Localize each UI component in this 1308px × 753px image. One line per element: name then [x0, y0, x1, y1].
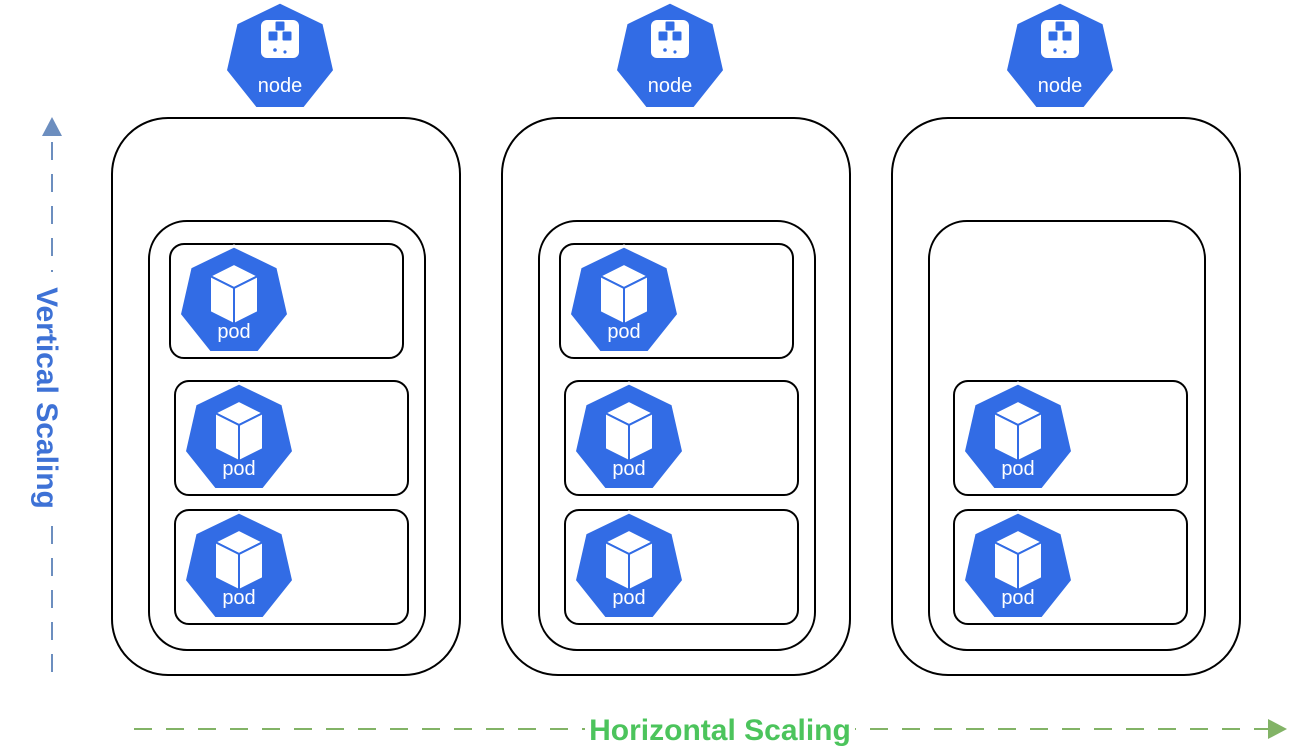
- mini-cube-icon: [1055, 21, 1065, 31]
- pod-label: pod: [222, 458, 255, 480]
- pod-2: pod: [953, 509, 1188, 625]
- vertical-arrowhead-icon: [42, 117, 62, 136]
- kubernetes-pod-icon: [961, 381, 1075, 491]
- kubernetes-pod-icon: [182, 381, 296, 491]
- mini-cube-icon: [1048, 31, 1058, 41]
- pod-container: [169, 243, 404, 359]
- gear-icon: [669, 46, 681, 58]
- mini-cube-icon: [268, 31, 278, 41]
- pod-1: pod: [953, 380, 1188, 496]
- mini-cube-icon: [275, 21, 285, 31]
- pod-cube-icon: [214, 400, 264, 462]
- mini-cube-icon: [1062, 31, 1072, 41]
- vertical-scaling-label: Vertical Scaling: [30, 287, 63, 509]
- kubernetes-pod-icon: [182, 510, 296, 620]
- kubernetes-pod-icon: [177, 244, 291, 354]
- gear-icon: [659, 44, 671, 56]
- node-container: [501, 117, 851, 676]
- mini-cube-icon: [282, 31, 292, 41]
- pod-label: pod: [612, 458, 645, 480]
- node-label: node: [1038, 75, 1083, 97]
- workload-container: [928, 220, 1206, 651]
- pod-container: [564, 380, 799, 496]
- workload-container: [538, 220, 816, 651]
- pod-cube-icon: [993, 400, 1043, 462]
- gear-icon: [269, 44, 281, 56]
- kubernetes-pod-icon: [572, 510, 686, 620]
- pod-container: [564, 509, 799, 625]
- gear-icon: [1059, 46, 1071, 58]
- horizontal-arrowhead-icon: [1268, 719, 1287, 739]
- node-container: [111, 117, 461, 676]
- pod-cube-icon: [604, 400, 654, 462]
- mini-cube-icon: [658, 31, 668, 41]
- workload-container: [148, 220, 426, 651]
- gear-icon: [279, 46, 291, 58]
- pod-cube-icon: [214, 529, 264, 591]
- pod-label: pod: [607, 321, 640, 343]
- pod-container: [953, 509, 1188, 625]
- pod-container: [559, 243, 794, 359]
- horizontal-scaling-axis: Horizontal Scaling: [134, 711, 1287, 747]
- pod-label: pod: [612, 587, 645, 609]
- nodes-layer: node pod pod pod node pod pod pod node pod pod: [111, 0, 1241, 676]
- pod-cube-icon: [604, 529, 654, 591]
- kubernetes-node-icon: [613, 0, 727, 110]
- node-container: [891, 117, 1241, 676]
- node-label: node: [648, 75, 693, 97]
- pod-container: [174, 380, 409, 496]
- kubernetes-pod-icon: [572, 381, 686, 491]
- pod-1: pod: [559, 243, 794, 359]
- node-2: node pod pod pod: [501, 0, 851, 676]
- pod-label: pod: [1001, 458, 1034, 480]
- pod-container: [953, 380, 1188, 496]
- horizontal-scaling-label: Horizontal Scaling: [589, 714, 851, 747]
- kubernetes-node-icon: [1003, 0, 1117, 110]
- pod-container: [174, 509, 409, 625]
- pod-cube-icon: [993, 529, 1043, 591]
- pod-label: pod: [222, 587, 255, 609]
- pod-cube-icon: [599, 263, 649, 325]
- vertical-label-backdrop: [34, 272, 70, 524]
- gear-icon: [1049, 44, 1061, 56]
- mini-cube-icon: [672, 31, 682, 41]
- pod-3: pod: [564, 509, 799, 625]
- pod-1: pod: [169, 243, 404, 359]
- kubernetes-pod-icon: [567, 244, 681, 354]
- kubernetes-pod-icon: [961, 510, 1075, 620]
- kubernetes-node-icon: [223, 0, 337, 110]
- pod-2: pod: [174, 380, 409, 496]
- pod-label: pod: [1001, 587, 1034, 609]
- node-1: node pod pod pod: [111, 0, 461, 676]
- horizontal-label-backdrop: [585, 711, 855, 747]
- pod-3: pod: [174, 509, 409, 625]
- pod-cube-icon: [209, 263, 259, 325]
- pod-2: pod: [564, 380, 799, 496]
- node-label: node: [258, 75, 303, 97]
- node-3: node pod pod: [891, 0, 1241, 676]
- pod-label: pod: [217, 321, 250, 343]
- mini-cube-icon: [665, 21, 675, 31]
- vertical-scaling-axis: Vertical Scaling: [30, 117, 70, 672]
